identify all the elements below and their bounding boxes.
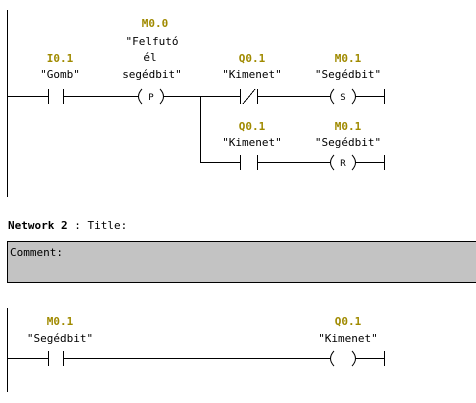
operand-address[interactable]: I0.1 — [47, 52, 74, 65]
operand-symbol[interactable]: "Segédbit" — [315, 68, 381, 81]
contact-q0-1[interactable] — [240, 155, 258, 170]
operand-address[interactable]: M0.1 — [335, 120, 362, 133]
operand-address[interactable]: Q0.1 — [239, 52, 266, 65]
operand-address[interactable]: Q0.1 — [239, 120, 266, 133]
operand-symbol-line[interactable]: él — [143, 51, 156, 64]
coil-left-paren — [138, 88, 143, 105]
network-title[interactable]: Title: — [87, 219, 128, 232]
operand-symbol-line[interactable]: segédbit" — [122, 68, 182, 81]
coil-right-paren — [351, 154, 356, 171]
coil-left-paren — [330, 154, 335, 171]
operand-address[interactable]: M0.0 — [142, 17, 169, 30]
operand-symbol[interactable]: "Kimenet" — [222, 68, 282, 81]
operand-symbol[interactable]: "Segédbit" — [27, 332, 93, 345]
coil-type-label: S — [340, 93, 345, 103]
coil-right-paren — [351, 88, 356, 105]
operand-address[interactable]: M0.1 — [47, 315, 74, 328]
contact-i0-1[interactable] — [48, 89, 64, 104]
coil-right-paren — [159, 88, 164, 105]
coil-left-paren — [330, 350, 335, 367]
operand-symbol[interactable]: "Gomb" — [40, 68, 80, 81]
network-comment-box[interactable]: Comment: — [7, 241, 476, 283]
comment-label: Comment: — [10, 246, 63, 259]
contact-m0-1[interactable] — [48, 351, 64, 366]
contact-q0-1-negated[interactable] — [240, 88, 258, 105]
network-2-header[interactable]: Network 2 : Title: — [8, 219, 127, 232]
operand-symbol[interactable]: "Kimenet" — [222, 136, 282, 149]
operand-symbol-line[interactable]: "Felfutó — [126, 35, 179, 48]
coil-type-label: R — [340, 159, 346, 169]
operand-symbol[interactable]: "Segédbit" — [315, 136, 381, 149]
coil-left-paren — [330, 88, 335, 105]
network-separator: : — [74, 219, 81, 232]
operand-symbol[interactable]: "Kimenet" — [318, 332, 378, 345]
coil-right-paren — [351, 350, 356, 367]
coil-type-label: P — [148, 93, 154, 103]
operand-address[interactable]: M0.1 — [335, 52, 362, 65]
network-label: Network 2 — [8, 219, 68, 232]
operand-address[interactable]: Q0.1 — [335, 315, 362, 328]
